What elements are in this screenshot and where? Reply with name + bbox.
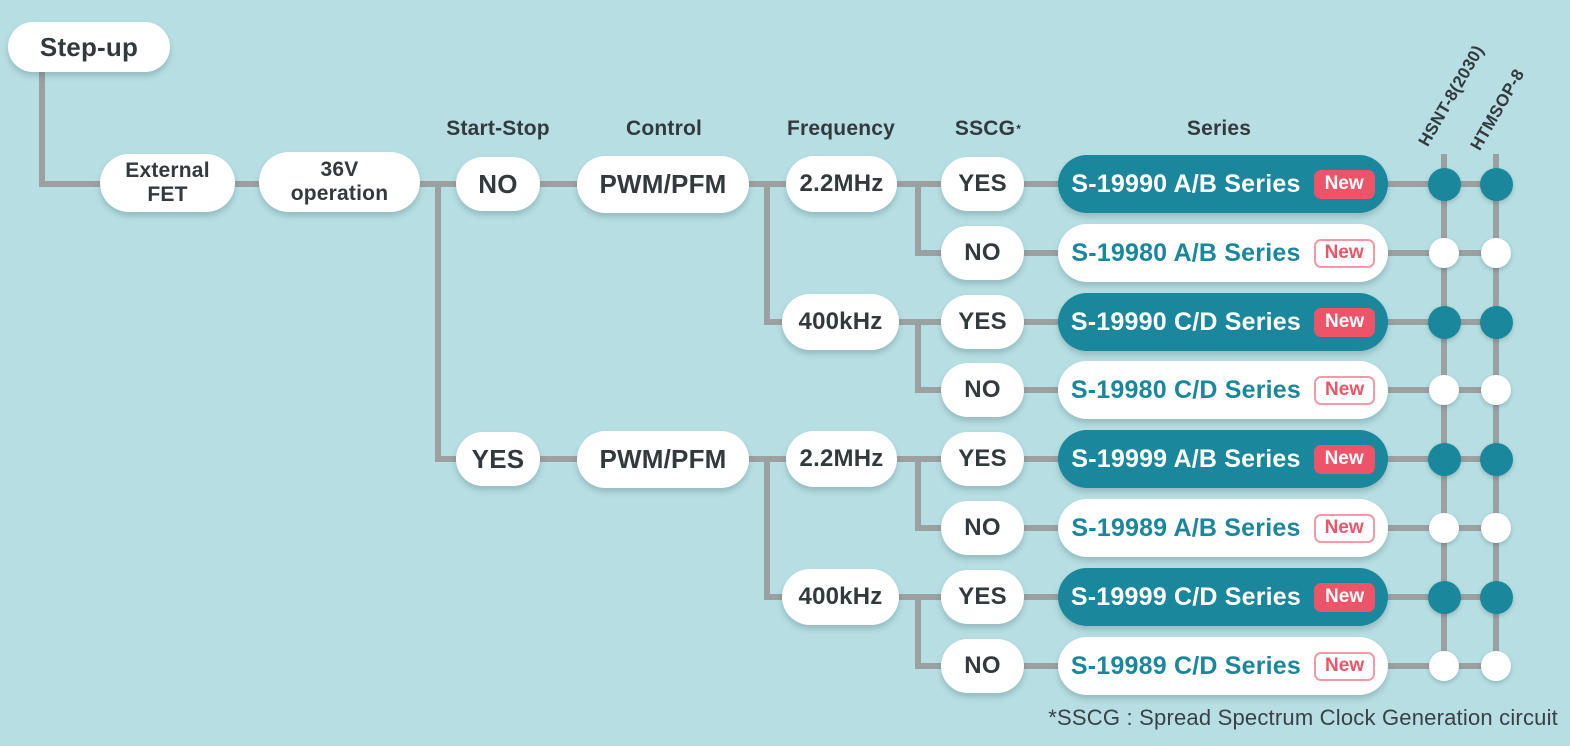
connector-line	[537, 456, 580, 462]
series-pill-s-19980-cd[interactable]: S-19980 C/D Series New	[1058, 361, 1388, 419]
node-frequency-2-2mhz: 2.2MHz	[786, 431, 897, 487]
root-node-step-up: Step-up	[8, 22, 170, 72]
header-frequency: Frequency	[787, 117, 895, 140]
connector-line	[39, 70, 45, 187]
package-dot-hsnt8	[1429, 375, 1459, 405]
node-sscg-no: NO	[941, 363, 1024, 417]
node-start-stop-yes: YES	[456, 432, 540, 486]
package-dot-hsnt8	[1427, 442, 1461, 476]
node-sscg-yes: YES	[941, 570, 1024, 624]
series-pill-s-19989-cd[interactable]: S-19989 C/D Series New	[1058, 637, 1388, 695]
series-pill-s-19990-cd[interactable]: S-19990 C/D Series New	[1058, 293, 1388, 351]
connector-line	[1022, 387, 1062, 393]
connector-line	[1022, 456, 1062, 462]
node-frequency-400khz: 400kHz	[782, 569, 899, 625]
connector-line	[1022, 319, 1062, 325]
package-dot-hsnt8	[1429, 238, 1459, 268]
series-name: S-19989 C/D Series	[1070, 651, 1302, 680]
series-pill-s-19990-ab[interactable]: S-19990 A/B Series New	[1058, 155, 1388, 213]
node-36v-operation: 36V operation	[259, 152, 420, 212]
node-external-fet: External FET	[100, 154, 235, 212]
package-dot-htmsop8	[1479, 442, 1513, 476]
connector-line	[537, 181, 580, 187]
header-start-stop: Start-Stop	[446, 117, 550, 140]
connector-line	[1022, 594, 1062, 600]
node-line: FET	[147, 183, 188, 206]
package-column-line	[1441, 154, 1447, 669]
series-name: S-19980 C/D Series	[1070, 375, 1302, 404]
package-dot-htmsop8	[1481, 375, 1511, 405]
series-name: S-19999 C/D Series	[1070, 582, 1302, 611]
node-control-pwm-pfm: PWM/PFM	[577, 431, 749, 488]
connector-line	[764, 181, 770, 325]
connector-line	[764, 594, 788, 600]
package-dot-htmsop8	[1479, 167, 1513, 201]
package-dot-htmsop8	[1479, 580, 1513, 614]
node-start-stop-no: NO	[456, 157, 540, 211]
connector-line	[915, 663, 945, 669]
connector-line	[915, 456, 921, 531]
new-badge: New	[1313, 444, 1375, 474]
new-badge: New	[1313, 169, 1375, 199]
package-dot-hsnt8	[1427, 580, 1461, 614]
node-control-pwm-pfm: PWM/PFM	[577, 156, 749, 213]
connector-line	[764, 456, 770, 600]
node-sscg-no: NO	[941, 501, 1024, 555]
node-frequency-2-2mhz: 2.2MHz	[786, 156, 897, 212]
node-sscg-yes: YES	[941, 157, 1024, 211]
node-sscg-no: NO	[941, 226, 1024, 280]
connector-line	[39, 181, 104, 187]
package-dot-hsnt8	[1429, 513, 1459, 543]
new-badge: New	[1313, 513, 1375, 543]
connector-line	[1022, 181, 1062, 187]
header-sscg-text: SSCG	[954, 117, 1016, 140]
new-badge: New	[1314, 582, 1376, 612]
package-dot-hsnt8	[1427, 305, 1461, 339]
connector-line	[1022, 525, 1062, 531]
series-pill-s-19989-ab[interactable]: S-19989 A/B Series New	[1058, 499, 1388, 557]
connector-line	[915, 594, 921, 669]
header-series: Series	[1186, 117, 1252, 140]
series-name: S-19989 A/B Series	[1071, 513, 1301, 542]
series-name: S-19990 A/B Series	[1071, 169, 1301, 198]
node-sscg-yes: YES	[941, 295, 1024, 349]
series-pill-s-19999-ab[interactable]: S-19999 A/B Series New	[1058, 430, 1388, 488]
node-frequency-400khz: 400kHz	[782, 294, 899, 350]
package-dot-hsnt8	[1427, 167, 1461, 201]
package-dot-htmsop8	[1481, 651, 1511, 681]
package-dot-htmsop8	[1479, 305, 1513, 339]
series-pill-s-19980-ab[interactable]: S-19980 A/B Series New	[1058, 224, 1388, 282]
connector-line	[232, 181, 262, 187]
new-badge: New	[1314, 307, 1376, 337]
header-sscg: SSCG*	[954, 117, 1022, 140]
connector-line	[915, 319, 921, 393]
series-name: S-19980 A/B Series	[1071, 238, 1301, 267]
package-dot-hsnt8	[1429, 651, 1459, 681]
package-dot-htmsop8	[1481, 238, 1511, 268]
connector-line	[915, 525, 945, 531]
connector-line	[764, 319, 788, 325]
package-dot-htmsop8	[1481, 513, 1511, 543]
new-badge: New	[1314, 375, 1376, 405]
connector-line	[1022, 663, 1062, 669]
header-control: Control	[625, 117, 703, 140]
node-line: 36V	[320, 158, 359, 181]
node-sscg-yes: YES	[941, 432, 1024, 486]
series-pill-s-19999-cd[interactable]: S-19999 C/D Series New	[1058, 568, 1388, 626]
series-name: S-19990 C/D Series	[1070, 307, 1302, 336]
connector-line	[915, 181, 921, 256]
connector-line	[915, 387, 945, 393]
connector-line	[435, 181, 441, 462]
node-line: External	[125, 159, 210, 182]
package-column-line	[1493, 154, 1499, 669]
node-line: operation	[290, 182, 389, 205]
connector-line	[915, 250, 945, 256]
new-badge: New	[1314, 651, 1376, 681]
new-badge: New	[1313, 238, 1375, 268]
connector-line	[1022, 250, 1062, 256]
node-sscg-no: NO	[941, 639, 1024, 693]
connector-line	[435, 456, 458, 462]
sscg-footnote: *SSCG : Spread Spectrum Clock Generation…	[1048, 705, 1558, 730]
series-name: S-19999 A/B Series	[1071, 444, 1301, 473]
